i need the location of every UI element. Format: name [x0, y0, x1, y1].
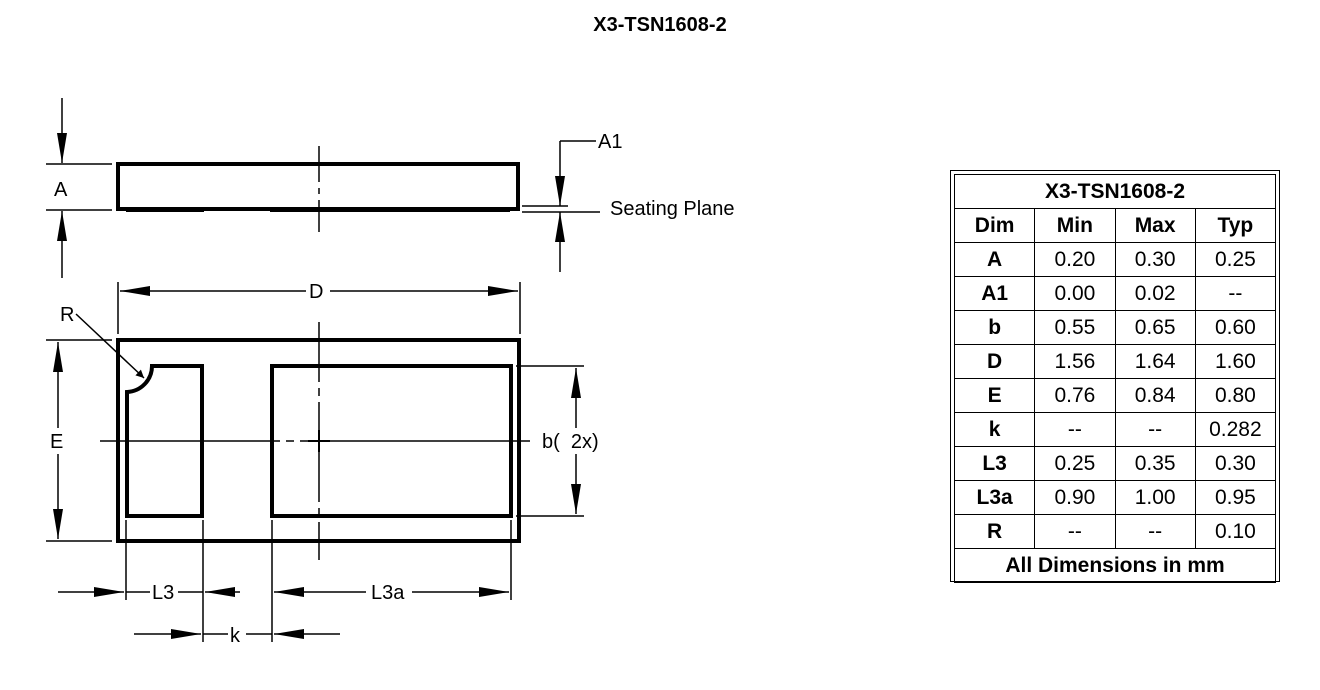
side-view: A A1 Seating Plane	[46, 98, 735, 278]
dim-l3-label: L3	[152, 582, 174, 604]
row-max: 1.64	[1114, 344, 1196, 379]
row-min: 0.76	[1034, 378, 1116, 413]
row-typ: 1.60	[1194, 344, 1277, 379]
side-pad-right	[270, 207, 510, 212]
row-dim: R	[953, 514, 1036, 549]
row-max: 0.02	[1114, 276, 1196, 311]
table-footer-row: All Dimensions in mm	[954, 548, 1276, 583]
row-typ: 0.80	[1194, 378, 1277, 413]
header-typ: Typ	[1194, 208, 1277, 243]
header-max: Max	[1114, 208, 1196, 243]
header-min: Min	[1034, 208, 1116, 243]
row-min: 1.56	[1034, 344, 1116, 379]
side-pad-left	[126, 207, 204, 212]
row-max: --	[1114, 412, 1196, 447]
row-typ: --	[1194, 276, 1277, 311]
row-min: 0.20	[1034, 242, 1116, 277]
seating-plane-label: Seating Plane	[610, 198, 735, 220]
table-row: A 0.20 0.30 0.25	[953, 242, 1277, 277]
table-row: R -- -- 0.10	[953, 514, 1277, 549]
table-header-row: Dim Min Max Typ	[953, 208, 1277, 243]
row-typ: 0.25	[1194, 242, 1277, 277]
page-title: X3-TSN1608-2	[593, 14, 727, 36]
row-dim: A	[953, 242, 1036, 277]
row-max: 0.65	[1114, 310, 1196, 345]
row-min: --	[1034, 514, 1116, 549]
dimensions-table: X3-TSN1608-2 Dim Min Max Typ A 0.20 0.30…	[953, 174, 1277, 583]
row-min: --	[1034, 412, 1116, 447]
row-dim: L3a	[953, 480, 1036, 515]
row-typ: 0.282	[1194, 412, 1277, 447]
row-min: 0.90	[1034, 480, 1116, 515]
row-min: 0.00	[1034, 276, 1116, 311]
row-max: 1.00	[1114, 480, 1196, 515]
dim-r-label: R	[60, 304, 74, 326]
row-dim: L3	[953, 446, 1036, 481]
row-typ: 0.30	[1194, 446, 1277, 481]
row-dim: D	[953, 344, 1036, 379]
dim-d-label: D	[309, 281, 323, 303]
table-row: k -- -- 0.282	[953, 412, 1277, 447]
side-body	[116, 162, 520, 211]
dim-b-label: b( 2x)	[542, 431, 599, 453]
bottom-view: D R E b( 2x) L3	[46, 281, 599, 647]
table-row: D 1.56 1.64 1.60	[953, 344, 1277, 379]
dim-k-label: k	[230, 625, 241, 647]
row-max: 0.35	[1114, 446, 1196, 481]
row-dim: A1	[953, 276, 1036, 311]
row-typ: 0.10	[1194, 514, 1277, 549]
row-max: 0.84	[1114, 378, 1196, 413]
dimensions-table-frame: X3-TSN1608-2 Dim Min Max Typ A 0.20 0.30…	[950, 170, 1280, 583]
row-dim: k	[953, 412, 1036, 447]
table-title-row: X3-TSN1608-2	[954, 174, 1276, 209]
dim-a-label: A	[54, 179, 68, 201]
table-footer: All Dimensions in mm	[954, 548, 1276, 583]
table-row: L3a 0.90 1.00 0.95	[953, 480, 1277, 515]
dim-a1-label: A1	[598, 131, 622, 153]
header-dim: Dim	[953, 208, 1036, 243]
table-title: X3-TSN1608-2	[954, 174, 1276, 209]
table-row: E 0.76 0.84 0.80	[953, 378, 1277, 413]
r-leader	[75, 313, 145, 379]
row-dim: b	[953, 310, 1036, 345]
row-min: 0.25	[1034, 446, 1116, 481]
table-row: b 0.55 0.65 0.60	[953, 310, 1277, 345]
table-row: A1 0.00 0.02 --	[953, 276, 1277, 311]
row-typ: 0.60	[1194, 310, 1277, 345]
row-max: --	[1114, 514, 1196, 549]
row-dim: E	[953, 378, 1036, 413]
row-max: 0.30	[1114, 242, 1196, 277]
pad-left	[125, 364, 204, 518]
dim-e-label: E	[50, 431, 63, 453]
table-row: L3 0.25 0.35 0.30	[953, 446, 1277, 481]
dim-l3a-label: L3a	[371, 582, 405, 604]
row-min: 0.55	[1034, 310, 1116, 345]
row-typ: 0.95	[1194, 480, 1277, 515]
